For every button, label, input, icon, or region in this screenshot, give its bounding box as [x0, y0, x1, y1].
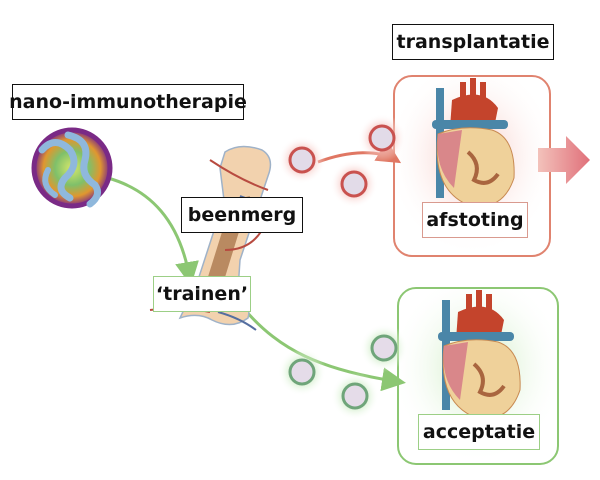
label-bone-marrow: beenmerg	[181, 197, 303, 233]
outcome-arrow-icon	[538, 136, 590, 184]
label-rejection: afstoting	[422, 202, 528, 238]
label-training: ‘trainen’	[153, 276, 251, 312]
heart-rejection-icon	[432, 78, 515, 207]
green-cell	[360, 324, 408, 372]
label-acceptance: acceptatie	[418, 414, 540, 450]
label-nano-immunotherapy: nano-immunotherapie	[9, 84, 247, 120]
red-cell	[278, 136, 326, 184]
label-transplantation: transplantatie	[392, 24, 554, 60]
green-path-nano	[107, 176, 199, 286]
red-cells	[278, 114, 406, 208]
nanoparticle-icon	[31, 127, 113, 209]
red-cell	[330, 160, 378, 208]
green-cells	[278, 324, 408, 420]
green-cell	[278, 348, 326, 396]
heart-acceptance-icon	[438, 290, 521, 419]
green-cell	[331, 372, 379, 420]
red-cell	[358, 114, 406, 162]
